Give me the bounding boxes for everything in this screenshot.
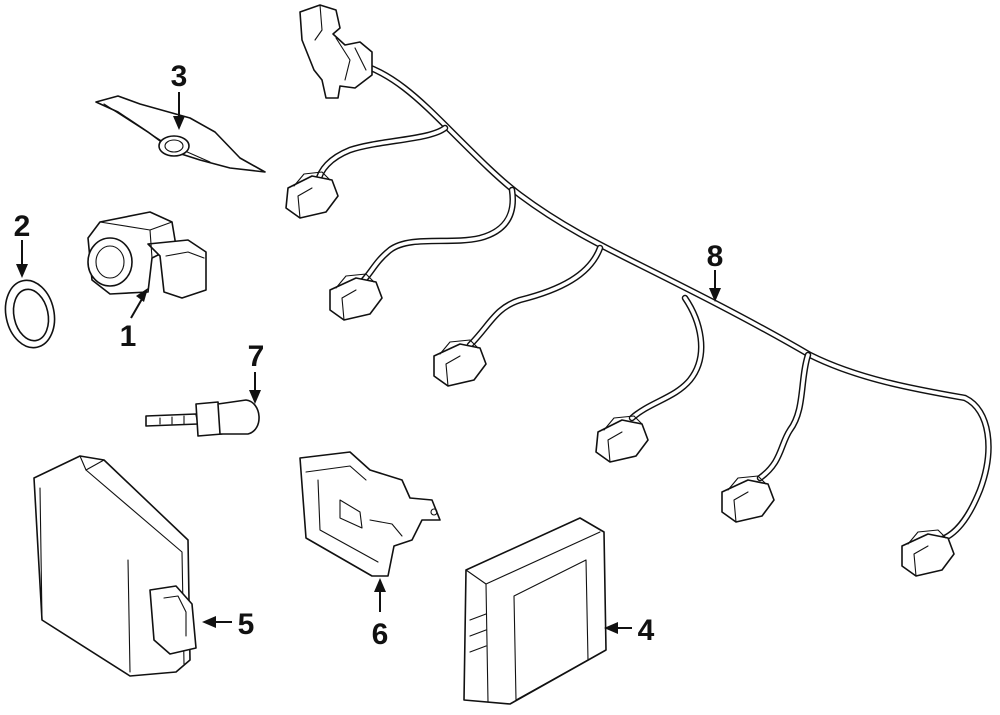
callout-number: 1: [120, 320, 137, 353]
harness-connector-e: [721, 475, 775, 523]
park-sensor-part-1: [87, 211, 207, 299]
harness-connector-a: [285, 171, 339, 219]
callout-2: 2: [14, 210, 31, 278]
harness-connector-f: [901, 529, 955, 577]
harness-connector-c: [433, 339, 487, 387]
harness-connector-d: [595, 415, 649, 463]
callout-7: 7: [248, 340, 265, 404]
callout-8: 8: [707, 240, 724, 302]
callout-number: 4: [638, 614, 655, 647]
mounting-bracket-part-6: [299, 451, 441, 577]
harness-main-connector: [299, 4, 373, 99]
gasket-ring-part-2: [4, 279, 56, 349]
callout-number: 2: [14, 210, 31, 243]
sensor-bracket-part-3: [95, 95, 266, 173]
callout-number: 3: [171, 60, 188, 93]
callout-6: 6: [372, 578, 389, 651]
callout-5: 5: [202, 608, 254, 641]
control-housing-part-5: [33, 455, 197, 677]
callout-1: 1: [120, 288, 148, 353]
control-module-part-4: [463, 517, 607, 705]
harness-wires: [314, 58, 992, 544]
callout-number: 8: [707, 240, 724, 273]
callout-3: 3: [171, 60, 188, 130]
callout-number: 7: [248, 340, 265, 373]
callout-number: 5: [238, 608, 255, 641]
callout-4: 4: [604, 614, 655, 647]
bulb-part-7: [145, 399, 260, 437]
wiring-harness-part-8: [285, 4, 992, 577]
callout-number: 6: [372, 618, 389, 651]
harness-connector-b: [329, 273, 383, 321]
